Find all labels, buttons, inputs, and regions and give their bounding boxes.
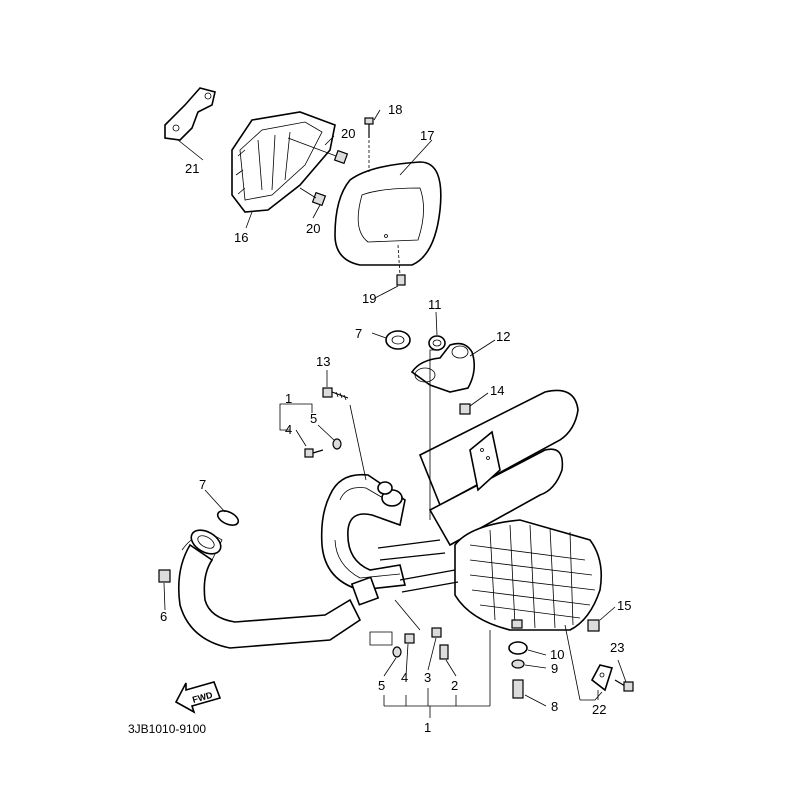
exhaust-pipe bbox=[177, 529, 362, 649]
nut-14 bbox=[459, 403, 471, 415]
callout-7: 7 bbox=[355, 326, 362, 341]
callout-23: 23 bbox=[610, 640, 624, 655]
callout-labels: 1 1 2 3 4 4 5 5 6 7 7 8 9 10 11 12 13 14… bbox=[160, 102, 631, 735]
screw-19 bbox=[396, 244, 406, 286]
callout-4: 4 bbox=[285, 422, 292, 437]
bolt-2 bbox=[439, 644, 449, 660]
callout-10: 10 bbox=[550, 647, 564, 662]
callout-7: 7 bbox=[199, 477, 206, 492]
part-code: 3JB1010-9100 bbox=[128, 722, 206, 736]
callout-20: 20 bbox=[341, 126, 355, 141]
bracket bbox=[164, 87, 216, 141]
air-cleaner-case bbox=[231, 111, 336, 213]
callout-12: 12 bbox=[496, 329, 510, 344]
gasket-7-lower bbox=[216, 510, 240, 526]
spring-washer-5-lower bbox=[392, 646, 402, 658]
gasket-7-upper bbox=[385, 330, 411, 350]
washer-9 bbox=[511, 659, 525, 669]
callout-4: 4 bbox=[401, 670, 408, 685]
grommet-upper bbox=[333, 149, 349, 165]
collar-10 bbox=[508, 619, 528, 655]
nut-6 bbox=[158, 569, 171, 583]
callout-14: 14 bbox=[490, 383, 504, 398]
fwd-direction-arrow: FWD bbox=[174, 681, 222, 714]
spring-washer-5-upper bbox=[332, 438, 342, 450]
callout-2: 2 bbox=[451, 678, 458, 693]
callout-3: 3 bbox=[424, 670, 431, 685]
bolt-13 bbox=[322, 387, 349, 401]
bolt-4-upper bbox=[304, 448, 324, 458]
callout-18: 18 bbox=[388, 102, 402, 117]
air-cleaner-cover bbox=[334, 161, 442, 266]
callout-15: 15 bbox=[617, 598, 631, 613]
callout-8: 8 bbox=[551, 699, 558, 714]
bolt-8 bbox=[512, 679, 524, 699]
callout-5: 5 bbox=[378, 678, 385, 693]
callout-13: 13 bbox=[316, 354, 330, 369]
callout-19: 19 bbox=[362, 291, 376, 306]
grommet-lower bbox=[311, 191, 327, 207]
callout-22: 22 bbox=[592, 702, 606, 717]
bolt-23 bbox=[614, 679, 634, 692]
callout-11: 11 bbox=[428, 297, 442, 312]
muffler-body bbox=[320, 389, 603, 631]
callout-16: 16 bbox=[234, 230, 248, 245]
nut-15 bbox=[587, 619, 600, 632]
joint-12 bbox=[410, 342, 476, 393]
callout-21: 21 bbox=[185, 161, 199, 176]
screw-18 bbox=[364, 117, 374, 172]
nut-3 bbox=[431, 627, 442, 638]
gasket-11 bbox=[428, 335, 446, 351]
callout-17: 17 bbox=[420, 128, 434, 143]
leader-lines bbox=[163, 109, 627, 718]
callout-1: 1 bbox=[285, 391, 292, 406]
callout-5: 5 bbox=[310, 411, 317, 426]
callout-6: 6 bbox=[160, 609, 167, 624]
callout-1: 1 bbox=[424, 720, 431, 735]
bracket-22 bbox=[590, 664, 614, 692]
callout-20: 20 bbox=[306, 221, 320, 236]
callout-9: 9 bbox=[551, 661, 558, 676]
bolt-4-lower bbox=[404, 633, 415, 644]
